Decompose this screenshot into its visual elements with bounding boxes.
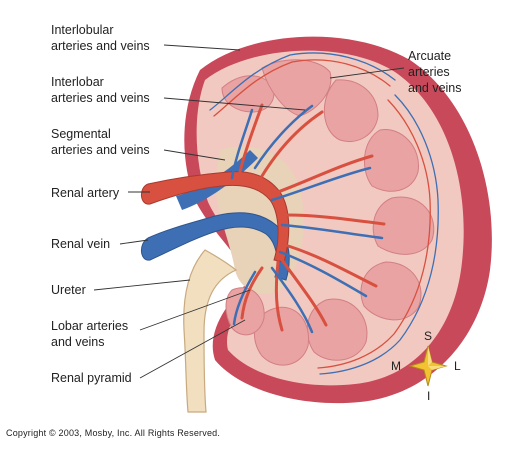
label-ureter: Ureter <box>51 283 86 297</box>
arterial-branches <box>238 103 386 332</box>
leader-lines <box>93 44 405 379</box>
leader-ureter <box>93 279 191 291</box>
renal-artery-vessel <box>141 171 290 263</box>
compass-inferior: I <box>427 389 431 403</box>
copyright-notice: Copyright © 2003, Mosby, Inc. All Rights… <box>6 428 221 438</box>
label-arcuate: Arcuate arteries and veins <box>408 49 462 95</box>
leader-lobar <box>139 289 251 331</box>
pyramid <box>221 75 275 113</box>
leader-segmental <box>163 149 226 161</box>
leader-arcuate <box>329 67 405 79</box>
leader-renal-vein <box>119 239 149 245</box>
label-renal-vein: Renal vein <box>51 237 111 251</box>
pyramid <box>261 59 332 117</box>
ureter-tube <box>183 249 238 413</box>
label-interlobular: Interlobular arteries and veins <box>51 23 150 53</box>
leader-interlobar <box>163 97 306 111</box>
arcuate-branches <box>209 52 439 375</box>
renal-pyramids <box>221 59 435 366</box>
label-lobar: Lobar arteries and veins <box>51 319 129 349</box>
venous-branches <box>230 104 384 334</box>
label-renal-pyramid: Renal pyramid <box>51 371 132 385</box>
compass-lateral: L <box>454 359 461 373</box>
label-interlobar: Interlobar arteries and veins <box>51 75 150 105</box>
leader-renal-pyramid <box>139 319 246 379</box>
pyramid <box>323 79 379 142</box>
compass-star-icon <box>408 345 448 387</box>
label-segmental: Segmental arteries and veins <box>51 127 150 157</box>
pyramid <box>225 287 265 336</box>
compass-superior: S <box>424 329 433 343</box>
compass-medial: M <box>391 359 401 373</box>
pyramid <box>363 129 419 192</box>
label-renal-artery: Renal artery <box>51 186 120 200</box>
leader-interlobular <box>163 44 241 51</box>
